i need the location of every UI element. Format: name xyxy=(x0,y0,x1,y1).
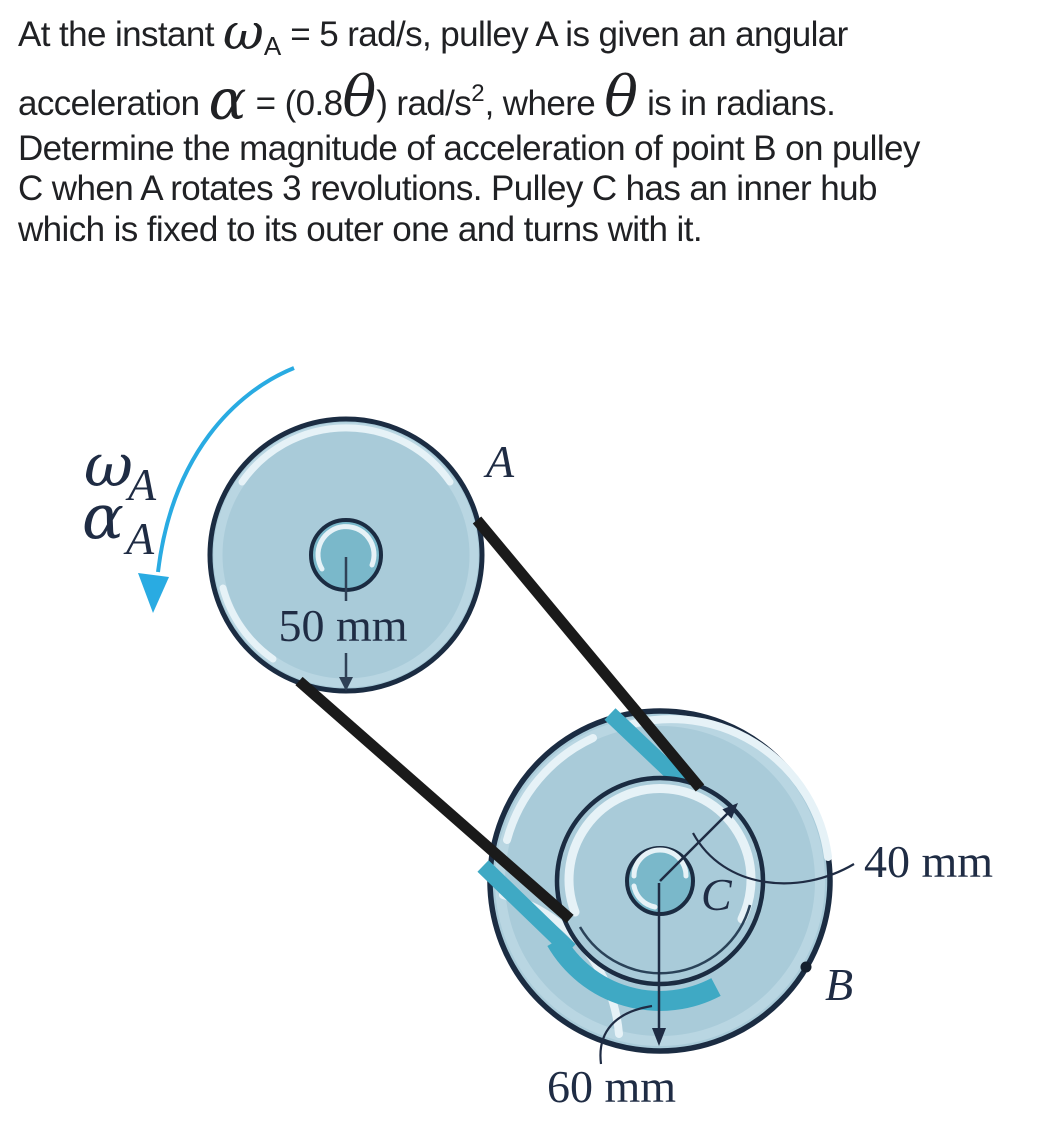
omega-a-subscript: A xyxy=(125,459,157,510)
problem-text: At the instant ωA = 5 rad/s, pulley A is… xyxy=(0,0,1055,280)
hub-shadow-arc xyxy=(578,904,752,975)
line1-text: At the instant xyxy=(18,15,224,54)
line2-text-4: , where xyxy=(484,84,605,123)
omega-subscript: A xyxy=(263,31,282,61)
line2-text: acceleration xyxy=(18,84,209,123)
problem-line-4: C when A rotates 3 revolutions. Pulley C… xyxy=(18,169,877,208)
alpha-symbol: α xyxy=(208,68,247,133)
dim-40mm-label: 40 mm xyxy=(864,836,993,887)
problem-line-3: Determine the magnitude of acceleration … xyxy=(18,129,920,168)
line2-text-5: is in radians. xyxy=(637,84,836,123)
pulley-a xyxy=(207,416,485,694)
problem-line-5: which is fixed to its outer one and turn… xyxy=(18,210,703,249)
point-b-label: B xyxy=(825,959,853,1010)
dim-40-arrowhead xyxy=(722,803,738,819)
dim-50-arrowhead xyxy=(339,677,353,691)
pulley-a-shaft-highlight xyxy=(315,524,377,572)
rotation-arrow-arc xyxy=(156,366,295,573)
pulley-a-label: A xyxy=(483,436,515,487)
omega-a-label: ω xyxy=(84,431,133,501)
rotation-arrow-head xyxy=(138,573,169,613)
problem-line-1: At the instant ωA = 5 rad/s, pulley A is… xyxy=(18,7,848,61)
rotation-arrow-icon xyxy=(138,366,295,613)
line2-text-2: = (0.8 xyxy=(246,84,343,123)
dim-40-radius-line xyxy=(659,811,730,882)
pulley-c-label: C xyxy=(701,869,733,920)
belt xyxy=(295,516,705,924)
belt-upper-run xyxy=(472,516,705,792)
problem-line-2: acceleration α = (0.8θ) rad/s2, where θ … xyxy=(18,70,836,129)
theta-symbol: θ xyxy=(342,65,377,130)
pulley-a-highlight-bottom-left xyxy=(219,584,277,663)
belt-groove-slot-left xyxy=(477,860,576,956)
dim-50mm-label: 50 mm xyxy=(278,600,407,651)
hub-highlight xyxy=(564,784,756,924)
squared-superscript: 2 xyxy=(471,80,485,107)
shaft-highlight-top xyxy=(631,847,689,879)
dimensions: 50 mm 40 mm 60 mm xyxy=(278,557,993,1112)
alpha-a-subscript: A xyxy=(123,513,155,564)
alpha-a-label: α xyxy=(82,480,124,553)
dim-40-leader xyxy=(692,832,855,885)
pulley-c-highlight-top-right xyxy=(615,715,832,861)
dim-60-leader xyxy=(599,1004,653,1065)
belt-lower-run xyxy=(295,676,574,924)
point-b-dot xyxy=(800,961,812,973)
line2-text-3: ) rad/s xyxy=(376,84,472,123)
theta-symbol-2: θ xyxy=(604,65,638,130)
dim-60-arrowhead xyxy=(652,1028,666,1046)
pulley-c-highlight-top-left xyxy=(503,734,597,844)
pulley-a-highlight-top xyxy=(238,424,454,486)
dim-60mm-label: 60 mm xyxy=(547,1061,676,1112)
belt-groove-arc xyxy=(547,935,721,1011)
shaft-highlight-bottom-left xyxy=(631,883,658,910)
line1-text-2: = 5 rad/s, pulley A is given an angular xyxy=(281,15,848,54)
labels: A C B ω A α A xyxy=(82,431,853,1010)
omega-symbol: ω xyxy=(223,3,264,61)
